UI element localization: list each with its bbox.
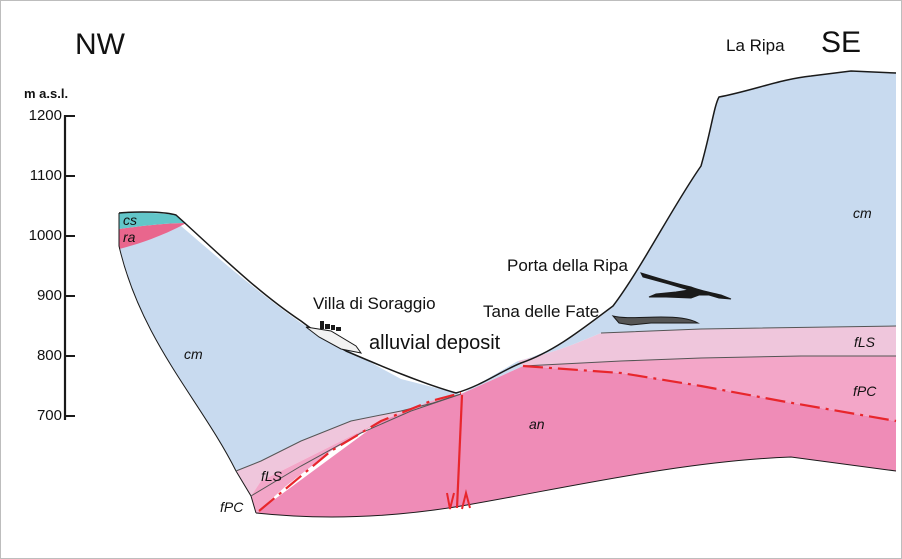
- alluvial-deposit-wedge: [305, 326, 363, 354]
- elevation-axis-ticks: [65, 115, 75, 417]
- thrust-fault-right: [522, 364, 897, 423]
- unit-an-area: [256, 366, 896, 517]
- section-left-outline: [118, 213, 257, 514]
- section-bottom-outline: [255, 456, 897, 518]
- se-direction-label: SE: [821, 26, 862, 59]
- unit-fls-left-label: fLS: [261, 468, 283, 484]
- porta-della-ripa-label: Porta della Ripa: [507, 256, 628, 275]
- contact-cm-fls-right: [600, 325, 897, 334]
- contact-fls-fpc-left: [250, 393, 462, 497]
- unit-cs-label: cs: [123, 212, 137, 228]
- unit-ra-area: [119, 223, 186, 249]
- tick-label-1200: 1200: [28, 107, 62, 124]
- unit-ra-label: ra: [123, 229, 136, 245]
- village-buildings-icon: [320, 321, 341, 331]
- unit-fpc-right-label: fPC: [853, 383, 877, 399]
- unit-cm-left-label: cm: [184, 346, 203, 362]
- topographic-surface-line: [118, 70, 897, 394]
- tick-label-900: 900: [36, 287, 62, 304]
- unit-an-label: an: [529, 416, 545, 432]
- cave-porta-della-ripa: [640, 272, 732, 300]
- la-ripa-label: La Ripa: [726, 36, 785, 55]
- unit-cm-area: [119, 71, 896, 471]
- tick-label-1000: 1000: [28, 227, 62, 244]
- unit-cm-right-label: cm: [853, 205, 872, 221]
- fault-arrow-down: [446, 492, 455, 510]
- thrust-fault-left: [258, 391, 462, 512]
- tick-label-1100: 1100: [29, 167, 62, 184]
- normal-fault-vertical: [455, 394, 464, 509]
- alluvial-deposit-label: alluvial deposit: [369, 332, 501, 354]
- unit-fls-right-label: fLS: [854, 334, 876, 350]
- tick-label-700: 700: [36, 407, 62, 424]
- unit-cs-area: [119, 212, 186, 229]
- contact-fls-fpc-right: [522, 355, 896, 367]
- tana-delle-fate-label: Tana delle Fate: [483, 302, 600, 321]
- tick-label-800: 800: [36, 347, 62, 364]
- villa-di-soraggio-label: Villa di Soraggio: [313, 294, 436, 313]
- unit-fpc-left-label: fPC: [220, 499, 244, 515]
- fault-arrow-up: [461, 489, 471, 510]
- elevation-unit-label: m a.s.l.: [24, 86, 69, 101]
- cave-tana-delle-fate: [611, 315, 700, 326]
- nw-direction-label: NW: [75, 28, 125, 61]
